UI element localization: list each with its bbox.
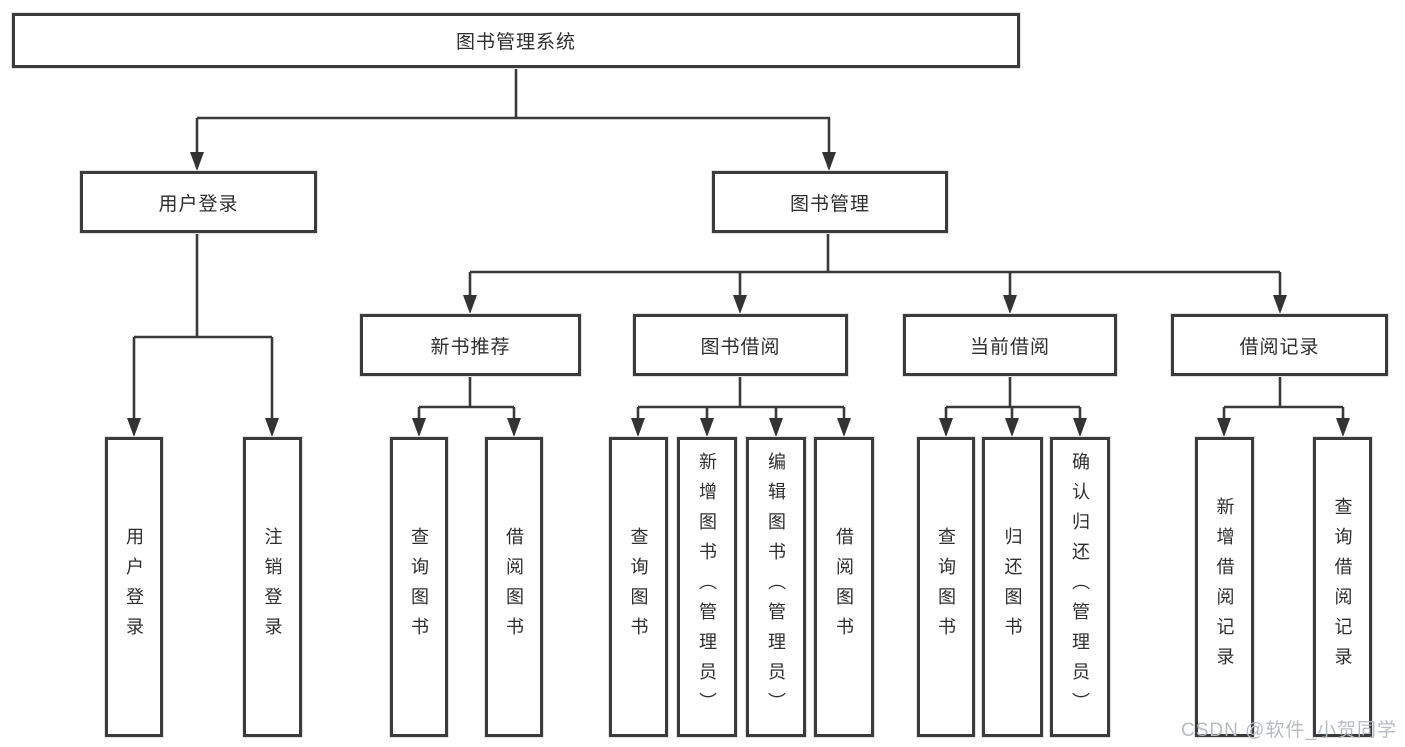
leaf-label: 新增借阅记录 xyxy=(1214,497,1235,677)
leaf-label: 查询图书 xyxy=(936,527,956,647)
arrowheads xyxy=(127,152,1350,437)
node-label: 当前借阅 xyxy=(969,336,1050,358)
node-label: 图书借阅 xyxy=(700,336,781,358)
leaf-label: 编辑图书（管理员） xyxy=(766,452,786,722)
leaf-label: 借阅图书 xyxy=(834,527,854,647)
node-current-borrowing: 当前借阅 xyxy=(903,314,1117,376)
leaf-label: 注销登录 xyxy=(262,527,283,647)
leaf-label: 确认归还（管理员） xyxy=(1070,452,1090,722)
leaf-edit-books-admin: 编辑图书（管理员） xyxy=(746,437,806,737)
leaf-label: 新增图书（管理员） xyxy=(697,452,717,722)
leaf-query-books-recommend: 查询图书 xyxy=(390,437,448,737)
leaf-query-books-current: 查询图书 xyxy=(917,437,975,737)
node-user-login: 用户登录 xyxy=(80,171,317,233)
leaf-logout: 注销登录 xyxy=(243,437,302,737)
node-borrowing-records: 借阅记录 xyxy=(1171,314,1388,376)
leaf-user-login: 用户登录 xyxy=(105,437,163,737)
node-label: 借阅记录 xyxy=(1239,336,1320,358)
node-label: 新书推荐 xyxy=(430,336,511,358)
leaf-add-borrow-record: 新增借阅记录 xyxy=(1195,437,1254,737)
node-label: 图书管理 xyxy=(789,193,870,215)
node-label: 图书管理系统 xyxy=(455,32,576,53)
node-book-management: 图书管理 xyxy=(712,171,948,233)
csdn-watermark: CSDN @软件_小贺同学 xyxy=(1181,720,1397,741)
node-book-borrowing: 图书借阅 xyxy=(633,314,848,376)
leaf-label: 归还图书 xyxy=(1002,527,1023,647)
leaf-borrow-books-recommend: 借阅图书 xyxy=(485,437,543,737)
leaf-label: 查询图书 xyxy=(409,527,429,647)
leaf-label: 查询图书 xyxy=(628,527,649,647)
leaf-label: 借阅图书 xyxy=(504,527,524,647)
node-label: 用户登录 xyxy=(158,193,239,215)
node-new-book-recommend: 新书推荐 xyxy=(360,314,581,376)
leaf-query-books-borrowing: 查询图书 xyxy=(609,437,668,737)
leaf-label: 用户登录 xyxy=(124,527,144,647)
leaf-borrow-books: 借阅图书 xyxy=(814,437,874,737)
leaf-return-books: 归还图书 xyxy=(982,437,1043,737)
leaf-confirm-return-admin: 确认归还（管理员） xyxy=(1050,437,1110,737)
leaf-label: 查询借阅记录 xyxy=(1332,497,1353,677)
node-library-management-system: 图书管理系统 xyxy=(12,13,1020,68)
leaf-query-borrow-record: 查询借阅记录 xyxy=(1313,437,1372,737)
leaf-add-books-admin: 新增图书（管理员） xyxy=(677,437,737,737)
